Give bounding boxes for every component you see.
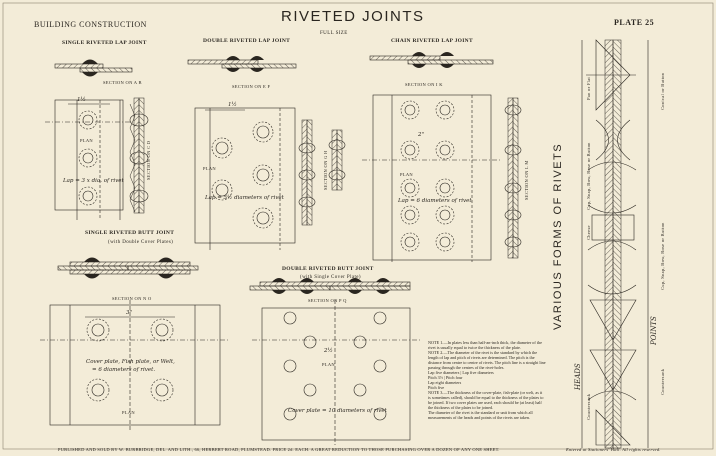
rivet-form-label-1: Pan or Flat — [586, 76, 591, 100]
rivet-form-label-7: Countersunk — [660, 368, 665, 395]
notes-block: NOTE 1.—In plates less than half-an-inch… — [428, 340, 546, 420]
chain-lap-title: CHAIN RIVETED LAP JOINT — [391, 38, 473, 44]
single-butt-section — [57, 257, 199, 279]
note-3: NOTE 3.—The thickness of the cover-plate… — [428, 390, 544, 410]
plate-subtitle: FULL SIZE — [320, 31, 348, 36]
single-butt-plan-label: PLAN — [122, 410, 135, 415]
double-lap-side-section — [298, 119, 346, 226]
single-butt-title: SINGLE RIVETED BUTT JOINT — [85, 230, 175, 236]
chain-lap-section-label: SECTION ON I K — [405, 82, 443, 87]
rivet-form-label-5: Cup, Snap, Bow, Rose or Button — [660, 222, 665, 290]
rivet-form-label-3: Cup, Snap, Bow, Rose or Button — [586, 142, 591, 210]
single-butt-subtitle: (with Double Cover Plates) — [108, 240, 174, 245]
plate-number: PLATE 25 — [614, 18, 655, 27]
single-lap-plan-label: PLAN — [80, 138, 93, 143]
rivet-forms-heads: HEADS — [574, 363, 582, 390]
double-butt-plan-label: PLAN — [322, 362, 335, 367]
double-lap-side-label: SECTION ON G H — [323, 150, 328, 190]
double-lap-plan-label: PLAN — [203, 166, 216, 171]
chain-lap-side-label: SECTION ON L M — [524, 160, 529, 200]
note-2: NOTE 2.—The diameter of the rivet is the… — [428, 350, 546, 370]
rivet-forms — [581, 39, 649, 449]
double-lap-section — [187, 56, 297, 72]
chain-lap-dim: 2" — [418, 132, 425, 138]
single-lap-title: SINGLE RIVETED LAP JOINT — [62, 40, 147, 46]
double-lap-dim: 1½ — [228, 102, 237, 108]
double-butt-section — [249, 278, 411, 294]
double-lap-plan — [194, 107, 296, 250]
single-lap-side-label: SECTION ON C D — [146, 140, 151, 180]
double-butt-note: Cover plate = 10 diameters of rivet — [288, 408, 387, 414]
plate-title: RIVETED JOINTS — [281, 8, 425, 25]
rivet-form-label-4: Cheese — [586, 225, 591, 240]
double-lap-section-label: SECTION ON E F — [232, 84, 271, 89]
note-4: The diameter of the rivet is the standar… — [428, 410, 533, 420]
pitch-line-2: Pitch 3½ | Pitch four — [428, 375, 463, 380]
rivet-forms-title: VARIOUS FORMS OF RIVETS — [552, 142, 564, 330]
single-butt-dim: 3" — [126, 310, 133, 316]
single-lap-section — [54, 59, 133, 77]
double-butt-title: DOUBLE RIVETED BUTT JOINT — [282, 266, 374, 272]
rights-footer: Entered at Stationers' Hall. All rights … — [566, 447, 661, 452]
double-butt-plan — [252, 300, 420, 445]
rivet-form-label-6: Countersunk — [586, 393, 591, 420]
single-lap-note: Lap = 3 x dia. of rivet — [63, 178, 124, 184]
double-butt-section-label: SECTION ON P Q — [308, 298, 347, 303]
single-lap-dim: 1½ — [77, 97, 86, 103]
double-lap-title: DOUBLE RIVETED LAP JOINT — [203, 38, 291, 44]
note-1: NOTE 1.—In plates less than half-an-inch… — [428, 340, 542, 350]
double-lap-note: Lap = 5½ diameters of rivet — [205, 195, 284, 201]
chain-lap-plan — [362, 94, 500, 262]
single-butt-plan — [40, 300, 230, 430]
chain-lap-side-section — [504, 97, 522, 259]
pitch-line-1: Lap five diameters | Lap five diameters — [428, 370, 494, 375]
single-butt-note2: = 6 diameters of rivet. — [92, 367, 156, 373]
chain-lap-section — [369, 52, 494, 68]
single-lap-section-label: SECTION ON A B — [103, 80, 142, 85]
chain-lap-note: Lap = 6 diameters of rivet — [398, 198, 472, 204]
rivet-form-label-2: Conical or Button — [660, 72, 665, 110]
pitch-line-4: Pitch five — [428, 385, 445, 390]
single-butt-note1: Cover plate, Fish plate, or Welt, — [86, 359, 175, 365]
single-butt-section-label: SECTION ON N O — [112, 296, 152, 301]
rivet-forms-points: POINTS — [650, 316, 658, 345]
pitch-line-3: Lap eight diameters — [428, 380, 462, 385]
single-lap-side-section — [129, 97, 149, 214]
chain-lap-plan-label: PLAN — [400, 172, 413, 177]
publisher-footer: PUBLISHED AND SOLD BY W. BURBRIDGE, DEL.… — [58, 447, 500, 452]
header-left: BUILDING CONSTRUCTION — [34, 20, 147, 29]
double-butt-dim: 2½ — [324, 348, 333, 354]
single-lap-plan — [45, 99, 136, 220]
double-butt-subtitle: (with Single Cover Plate) — [300, 275, 361, 280]
